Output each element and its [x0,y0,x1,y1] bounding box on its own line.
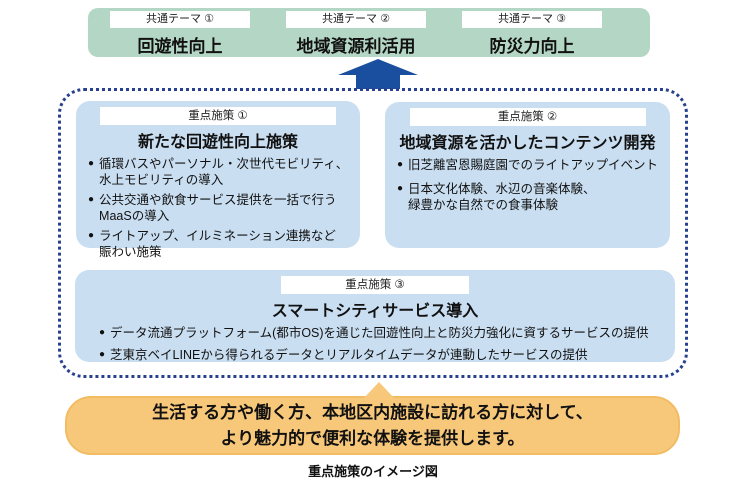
bullet-text: 日本文化体験、水辺の音楽体験、 緑豊かな自然での食事体験 [408,182,596,212]
bullet-icon: ● [88,158,95,169]
bullet-text: データ流通プラットフォーム(都市OS)を通じた回遊性向上と防災力強化に資するサー… [110,326,649,340]
bullet-item: ● 芝東京ベイLINEから得られるデータとリアルタイムデータが連動したサービスの… [99,347,667,363]
bullet-icon: ● [397,183,404,194]
bullet-item: ● 公共交通や飲食サービス提供を一括で行う MaaSの導入 [88,192,352,224]
measure-tag-1: 重点施策 ① [100,107,336,125]
measure-tag-3: 重点施策 ③ [281,276,469,294]
bullet-icon: ● [99,349,106,360]
bullet-icon: ● [99,327,106,338]
measure-box-3: 重点施策 ③ スマートシティサービス導入 ● データ流通プラットフォーム(都市O… [75,270,675,362]
theme-tag-2: 共通テーマ ② [286,11,426,28]
bullet-item: ● 日本文化体験、水辺の音楽体験、 緑豊かな自然での食事体験 [397,181,662,213]
bullet-text: ライトアップ、イルミネーション連携など 賑わい施策 [99,229,336,259]
up-arrow-icon [338,59,418,89]
themes-banner: 共通テーマ ① 回遊性向上 共通テーマ ② 地域資源利活用 共通テーマ ③ 防災… [88,8,650,57]
measure-box-1: 重点施策 ① 新たな回遊性向上施策 ● 循環バスやパーソナル・次世代モビリティ、… [76,101,360,259]
theme-tag-1: 共通テーマ ① [110,11,250,28]
theme-title-3: 防災力向上 [489,37,575,56]
measure-title-2: 地域資源を活かしたコンテンツ開発 [399,135,656,152]
bullet-item: ● ライトアップ、イルミネーション連携など 賑わい施策 [88,228,352,260]
bullet-text: 芝東京ベイLINEから得られるデータとリアルタイムデータが連動したサービスの提供 [110,348,588,362]
theme-item-2: 共通テーマ ② 地域資源利活用 [268,11,444,57]
theme-title-2: 地域資源利活用 [296,37,416,56]
measure-title-1: 新たな回遊性向上施策 [137,134,298,151]
callout-line-1: 生活する方や働く方、本地区内施設に訪れる方に対して、 [152,403,593,422]
theme-item-1: 共通テーマ ① 回遊性向上 [92,11,268,57]
measure-box-2: 重点施策 ② 地域資源を活かしたコンテンツ開発 ● 旧芝離宮恩賜庭園でのライトア… [385,102,670,248]
theme-item-3: 共通テーマ ③ 防災力向上 [444,11,620,57]
callout-line-2: より魅力的で便利な体験を提供します。 [220,428,525,448]
bullet-text: 循環バスやパーソナル・次世代モビリティ、 水上モビリティの導入 [99,157,349,187]
bullet-icon: ● [397,159,404,170]
bullet-item: ● 旧芝離宮恩賜庭園でのライトアップイベント [397,157,662,173]
measure-3-bullets: ● データ流通プラットフォーム(都市OS)を通じた回遊性向上と防災力強化に資する… [75,321,675,363]
bullet-icon: ● [88,194,95,205]
callout-tail-icon [363,382,395,399]
measure-2-bullets: ● 旧芝離宮恩賜庭園でのライトアップイベント ● 日本文化体験、水辺の音楽体験、… [385,153,670,213]
callout-bubble: 生活する方や働く方、本地区内施設に訪れる方に対して、 より魅力的で便利な体験を提… [65,382,680,455]
bullet-text: 旧芝離宮恩賜庭園でのライトアップイベント [408,158,659,172]
measure-1-bullets: ● 循環バスやパーソナル・次世代モビリティ、 水上モビリティの導入 ● 公共交通… [76,152,360,260]
diagram-caption: 重点施策のイメージ図 [308,464,438,479]
measure-tag-2: 重点施策 ② [409,108,646,126]
bullet-text: 公共交通や飲食サービス提供を一括で行う MaaSの導入 [99,193,337,223]
bullet-icon: ● [88,230,95,241]
theme-tag-3: 共通テーマ ③ [462,11,602,28]
theme-title-1: 回遊性向上 [137,37,223,56]
bullet-item: ● 循環バスやパーソナル・次世代モビリティ、 水上モビリティの導入 [88,156,352,188]
measure-title-3: スマートシティサービス導入 [271,303,479,320]
measures-container: 重点施策 ① 新たな回遊性向上施策 ● 循環バスやパーソナル・次世代モビリティ、… [58,88,688,378]
bullet-item: ● データ流通プラットフォーム(都市OS)を通じた回遊性向上と防災力強化に資する… [99,325,667,341]
